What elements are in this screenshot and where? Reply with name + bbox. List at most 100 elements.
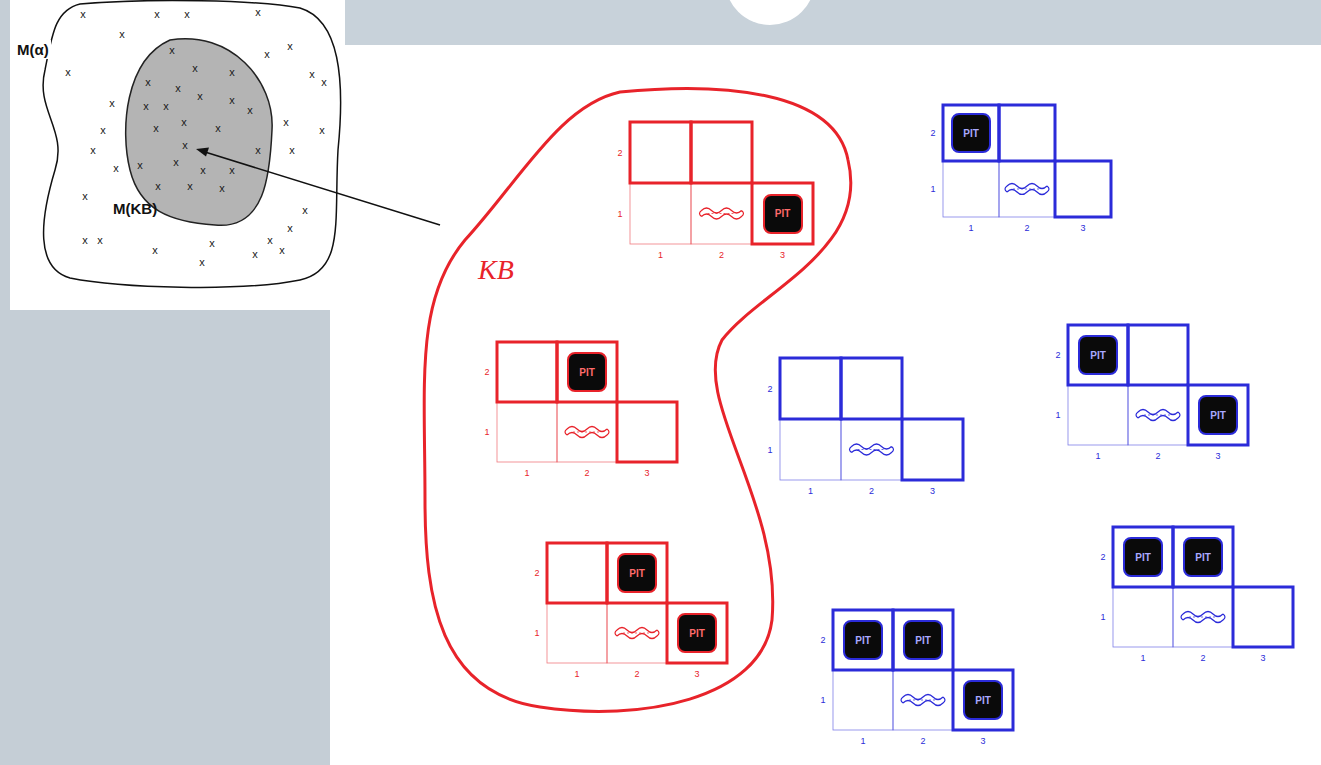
breeze-icon (850, 444, 894, 455)
pit-marker: PIT (1123, 537, 1163, 577)
model-marker: x (209, 237, 215, 249)
visited-cell (607, 603, 667, 663)
model-marker: x (90, 144, 96, 156)
axis-number: 1 (860, 736, 865, 746)
model-marker: x (199, 256, 205, 268)
model-marker: x (219, 182, 225, 194)
pit-label: PIT (1090, 350, 1106, 361)
breeze-icon (700, 208, 744, 219)
axis-number: 1 (820, 695, 825, 705)
model-marker: x (255, 6, 261, 18)
pit-label: PIT (1210, 410, 1226, 421)
pointer-arrow (205, 152, 440, 225)
frontier-cell (691, 122, 752, 183)
frontier-cell (752, 183, 813, 244)
model-marker: x (137, 159, 143, 171)
axis-number: 1 (617, 209, 622, 219)
axis-number: 2 (1155, 451, 1160, 461)
model-marker: x (155, 180, 161, 192)
frontier-cell (953, 670, 1013, 730)
kb-outline-path (424, 88, 851, 711)
axis-number: 2 (1024, 223, 1029, 233)
frontier-cell (1188, 385, 1248, 445)
pit-marker: PIT (617, 553, 657, 593)
model-marker: x (169, 44, 175, 56)
frontier-cell (617, 402, 677, 462)
axis-number: 2 (930, 128, 935, 138)
model-marker: x (289, 144, 295, 156)
breeze-icon-detail (623, 633, 651, 634)
model-marker: x (119, 28, 125, 40)
frontier-cell (1173, 527, 1233, 587)
axis-number: 2 (1055, 350, 1060, 360)
frontier-cell (841, 358, 902, 419)
model-marker: x (80, 8, 86, 20)
model-marker: x (143, 100, 149, 112)
pointer-head (196, 148, 209, 157)
axis-number: 1 (1055, 410, 1060, 420)
visited-cell (630, 183, 691, 244)
visited-cell (547, 603, 607, 663)
frontier-cell (1128, 325, 1188, 385)
kb-model-region (126, 39, 272, 226)
axis-number: 2 (634, 669, 639, 679)
frontier-cell (1055, 161, 1111, 217)
model-marker: x (184, 8, 190, 20)
pit-label: PIT (963, 128, 979, 139)
breeze-icon (1136, 410, 1180, 421)
top-disc (725, 0, 815, 25)
pit-label: PIT (855, 635, 871, 646)
visited-cell (999, 161, 1055, 217)
model-marker: x (287, 40, 293, 52)
model-marker: x (182, 139, 188, 151)
breeze-icon (901, 695, 945, 706)
pit-label: PIT (1135, 552, 1151, 563)
visited-cell (780, 419, 841, 480)
axis-number: 2 (1200, 653, 1205, 663)
frontier-cell (1233, 587, 1293, 647)
axis-number: 2 (617, 148, 622, 158)
axis-number: 2 (920, 736, 925, 746)
axis-number: 2 (820, 635, 825, 645)
model-marker: x (100, 124, 106, 136)
breeze-icon (615, 628, 659, 639)
frontier-cell (999, 105, 1055, 161)
grid (780, 358, 963, 480)
model-marker: x (252, 248, 258, 260)
model-marker: x (229, 94, 235, 106)
model-marker: x (109, 97, 115, 109)
frontier-cell (902, 419, 963, 480)
model-marker: x (173, 156, 179, 168)
model-marker: x (154, 8, 160, 20)
pit-marker: PIT (1183, 537, 1223, 577)
axis-number: 3 (930, 486, 935, 496)
grid (943, 105, 1111, 217)
pit-marker: PIT (903, 620, 943, 660)
model-marker: x (319, 124, 325, 136)
visited-cell (833, 670, 893, 730)
model-marker: x (309, 68, 315, 80)
axis-number: 1 (524, 468, 529, 478)
breeze-icon-detail (1189, 617, 1217, 618)
breeze-icon-detail (858, 449, 886, 450)
pit-label: PIT (689, 628, 705, 639)
model-marker: x (153, 122, 159, 134)
breeze-icon-detail (1013, 189, 1041, 190)
visited-cell (691, 183, 752, 244)
frontier-cell (833, 610, 893, 670)
axis-number: 2 (584, 468, 589, 478)
frontier-cell (607, 543, 667, 603)
model-marker: x (175, 82, 181, 94)
kb-region: KBPITPITPITPIT (400, 80, 880, 730)
axis-number: 3 (980, 736, 985, 746)
model-marker: x (247, 104, 253, 116)
breeze-icon-detail (909, 700, 937, 701)
model-marker: x (229, 164, 235, 176)
pit-marker: PIT (1078, 335, 1118, 375)
axis-number: 1 (1095, 451, 1100, 461)
set-label: M(α) (15, 40, 51, 59)
axis-number: 2 (484, 367, 489, 377)
kb-outline (400, 80, 880, 730)
grid (1113, 527, 1293, 647)
set-label: M(KB) (113, 200, 157, 217)
